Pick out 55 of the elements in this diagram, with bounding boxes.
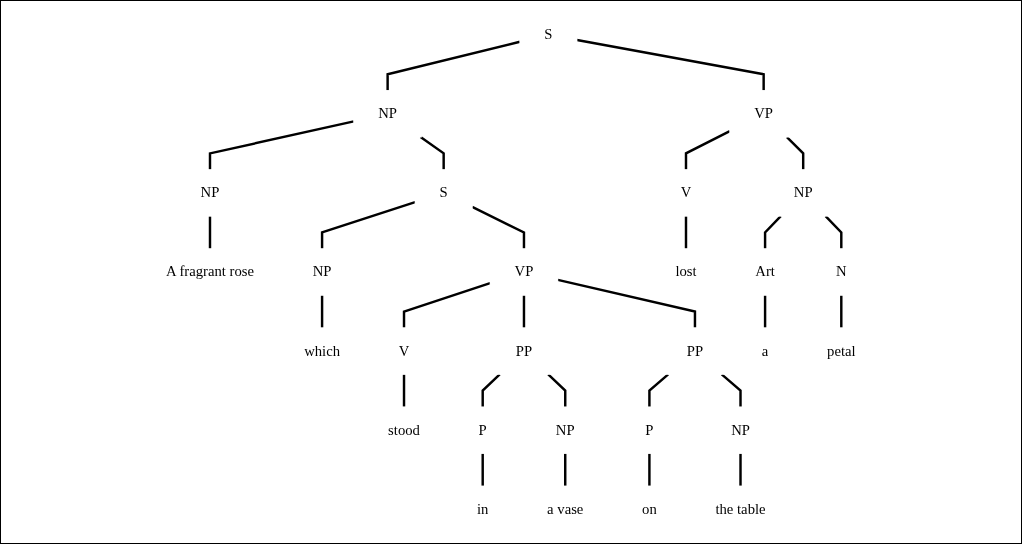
node-text: a vase (547, 500, 584, 517)
node-text: which (304, 342, 341, 359)
connector (840, 295, 843, 328)
connector (576, 38, 766, 91)
connector (209, 216, 212, 249)
node-text: PP (516, 342, 533, 359)
node-text: in (477, 500, 489, 517)
node-text: V (398, 342, 410, 359)
node-text: a (762, 342, 769, 359)
connector (786, 136, 805, 170)
connector (824, 215, 843, 249)
node-text: N (836, 263, 847, 280)
connector (764, 215, 782, 249)
connector (764, 295, 767, 328)
connector (564, 453, 567, 486)
node-text: NP (312, 263, 332, 280)
node-text: S (544, 26, 553, 43)
node-text: Art (755, 263, 776, 280)
node-text: petal (827, 342, 856, 359)
node-text: S (439, 184, 448, 201)
node-text: NP (556, 421, 575, 438)
connector (321, 295, 324, 328)
connector (522, 295, 526, 328)
node-text: NP (731, 421, 751, 438)
connector (403, 374, 406, 407)
connector (481, 373, 501, 407)
node-text: A fragrant rose (166, 263, 255, 280)
connector (420, 136, 446, 170)
node-text: NP (794, 184, 813, 201)
connector (648, 453, 651, 486)
connector (471, 205, 526, 249)
connector (721, 373, 742, 407)
node-text: P (645, 421, 654, 438)
node-text: NP (200, 184, 220, 201)
node-text: lost (675, 263, 697, 280)
connector (557, 278, 697, 328)
connector (685, 129, 731, 170)
connector (209, 120, 355, 170)
node-text: NP (378, 105, 398, 122)
connector (739, 453, 742, 486)
connector (547, 373, 567, 407)
node-text: V (680, 184, 692, 201)
connector (685, 216, 688, 249)
node-text: on (642, 500, 657, 517)
connector (403, 282, 491, 328)
connector (481, 453, 485, 486)
connector (321, 201, 416, 249)
node-text: stood (388, 421, 421, 438)
connector (386, 40, 521, 91)
node-text: VP (754, 105, 774, 122)
node-text: PP (687, 342, 704, 359)
node-text: VP (514, 263, 534, 280)
connector (648, 373, 670, 407)
node-text: the table (715, 500, 766, 517)
node-text: P (478, 421, 487, 438)
